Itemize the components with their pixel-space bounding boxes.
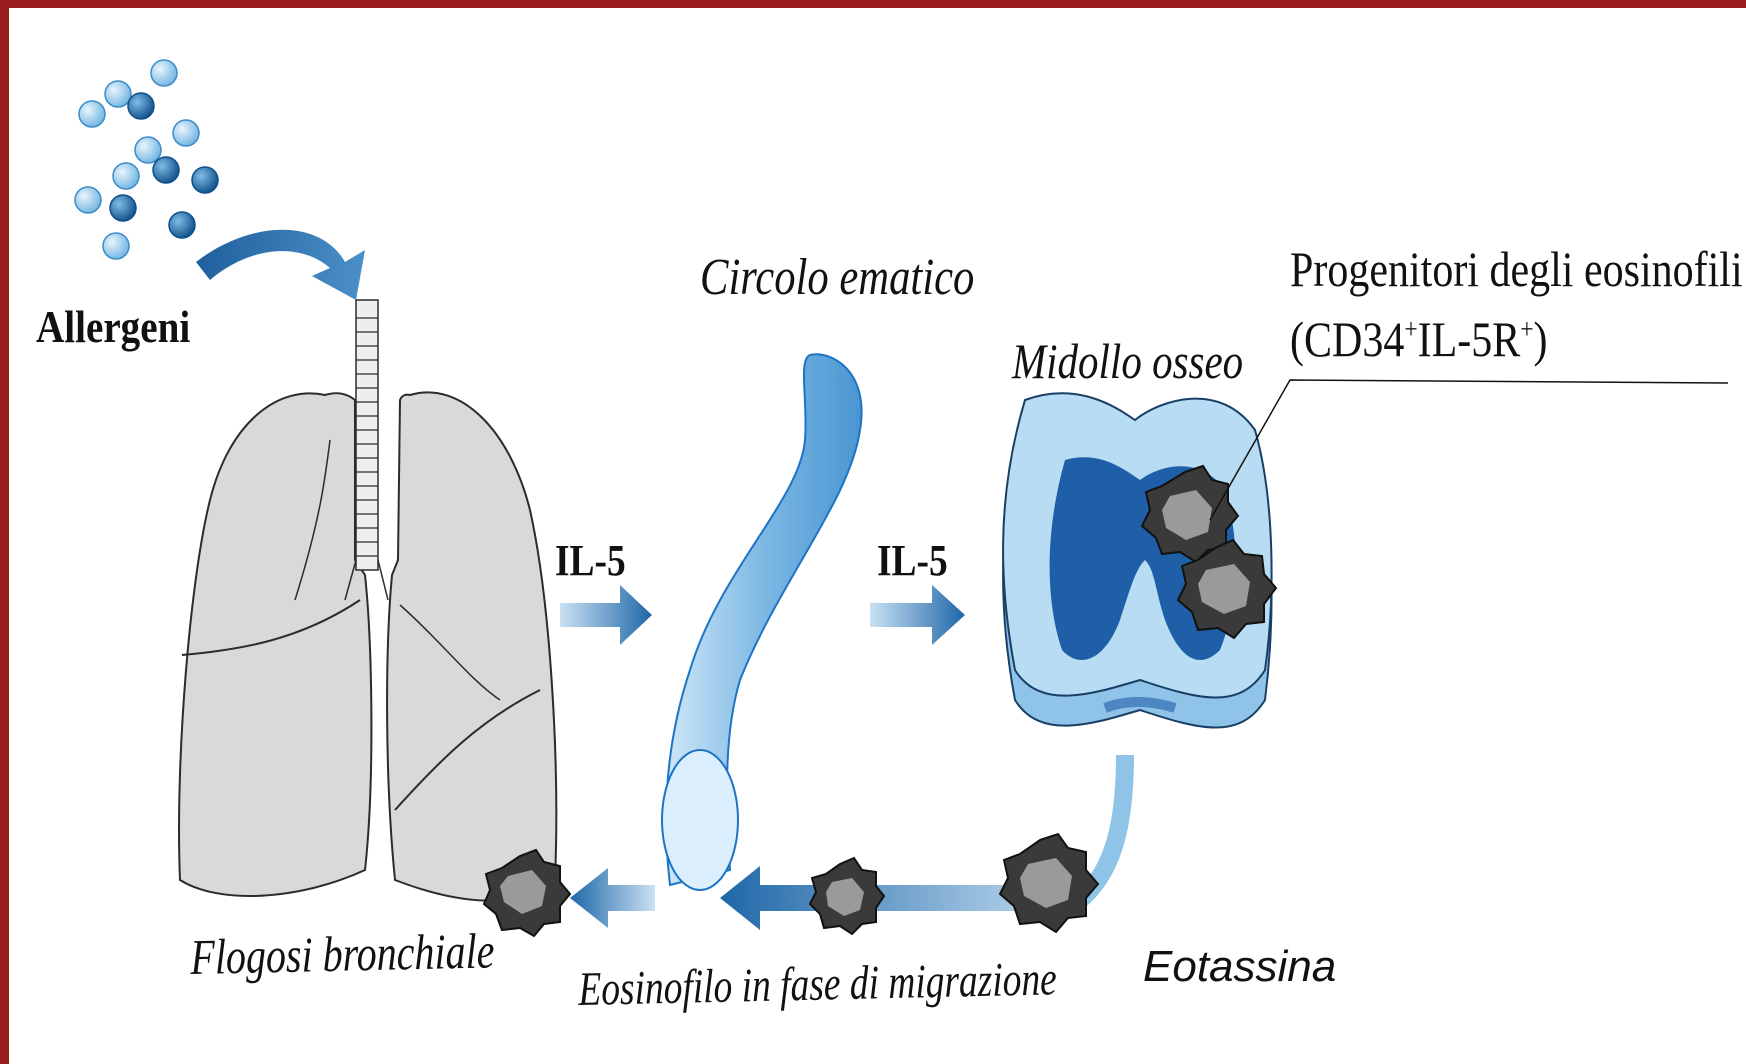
allergen-arrow	[196, 230, 365, 300]
progenitors-label-line1: Progenitori degli eosinofili	[1290, 240, 1743, 298]
bone-marrow-label: Midollo osseo	[1012, 332, 1243, 390]
il5-arrow-right	[870, 585, 965, 645]
bronchial-inflammation-label: Flogosi bronchiale	[190, 921, 495, 986]
il5-arrow-left	[560, 585, 652, 645]
eotaxin-label: Eotassina	[1143, 942, 1336, 992]
il5-left-label: IL-5	[555, 535, 626, 586]
eosinophil-cell-icon	[810, 858, 884, 934]
progenitors-label-prefix: (CD34	[1290, 311, 1404, 367]
progenitors-pointer-line	[1210, 380, 1728, 520]
blood-circulation-label: Circolo ematico	[700, 248, 974, 307]
progenitors-label-suffix: )	[1534, 311, 1548, 367]
lungs-icon	[179, 300, 556, 901]
allergen-particles-icon	[75, 60, 218, 259]
progenitors-label-sup2: +	[1520, 314, 1533, 345]
il5-right-label: IL-5	[877, 535, 948, 586]
lung-entry-arrow	[570, 868, 655, 928]
progenitors-label-sup1: +	[1404, 314, 1417, 345]
progenitors-label-mid: IL-5R	[1418, 311, 1521, 367]
allergens-label: Allergeni	[36, 300, 190, 353]
migrating-eosinophil-label: Eosinofilo in fase di migrazione	[578, 951, 1057, 1017]
eosinophil-cell-icon	[1000, 834, 1098, 932]
blood-vessel-icon	[662, 354, 862, 890]
progenitors-label-line2: (CD34+IL-5R+)	[1290, 310, 1548, 368]
